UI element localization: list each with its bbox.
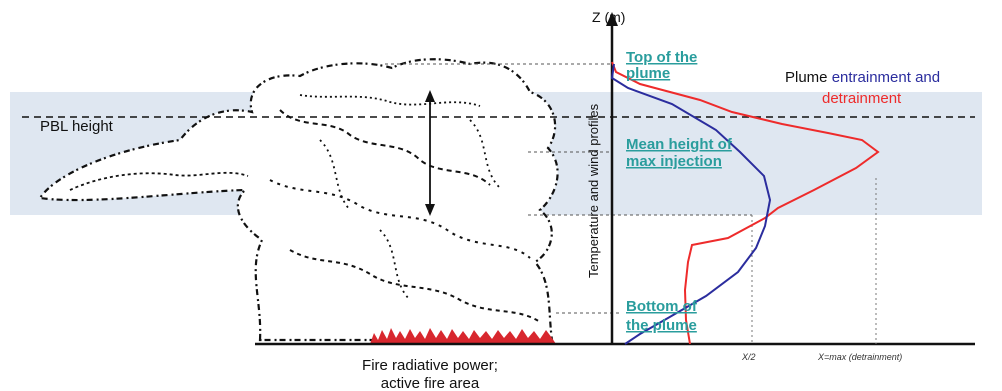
detrainment-profile — [611, 61, 880, 345]
entrainment-profile — [610, 63, 772, 345]
legend-line-1: Plume entrainment and — [785, 69, 940, 86]
top-plume-label-1: Top of the — [626, 49, 697, 66]
x-half-label: X/2 — [741, 352, 756, 362]
legend-entrainment: entrainment and — [832, 69, 940, 86]
bottom-plume-label-2: the plume — [626, 317, 697, 334]
x-max-label: X=max (detrainment) — [817, 352, 902, 362]
z-axis-label: Z (m) — [592, 9, 625, 25]
mean-height-label-1: Mean height of — [626, 136, 733, 153]
injection-range-arrow — [425, 90, 435, 216]
fire-label-1: Fire radiative power; — [362, 357, 498, 374]
top-plume-label-2: plume — [626, 65, 670, 82]
z-axis-arrowhead — [606, 12, 618, 26]
pbl-height-label: PBL height — [40, 118, 114, 135]
bottom-plume-label-1: Bottom of — [626, 298, 698, 315]
fire-area — [370, 328, 556, 344]
legend-prefix: Plume — [785, 69, 832, 86]
legend-detrainment: detrainment — [822, 90, 902, 107]
mean-height-label-2: max injection — [626, 153, 722, 170]
profiles-label: Temperature and wind profiles — [586, 103, 601, 278]
plume-cloud — [38, 58, 559, 342]
fire-label-2: active fire area — [381, 375, 480, 391]
